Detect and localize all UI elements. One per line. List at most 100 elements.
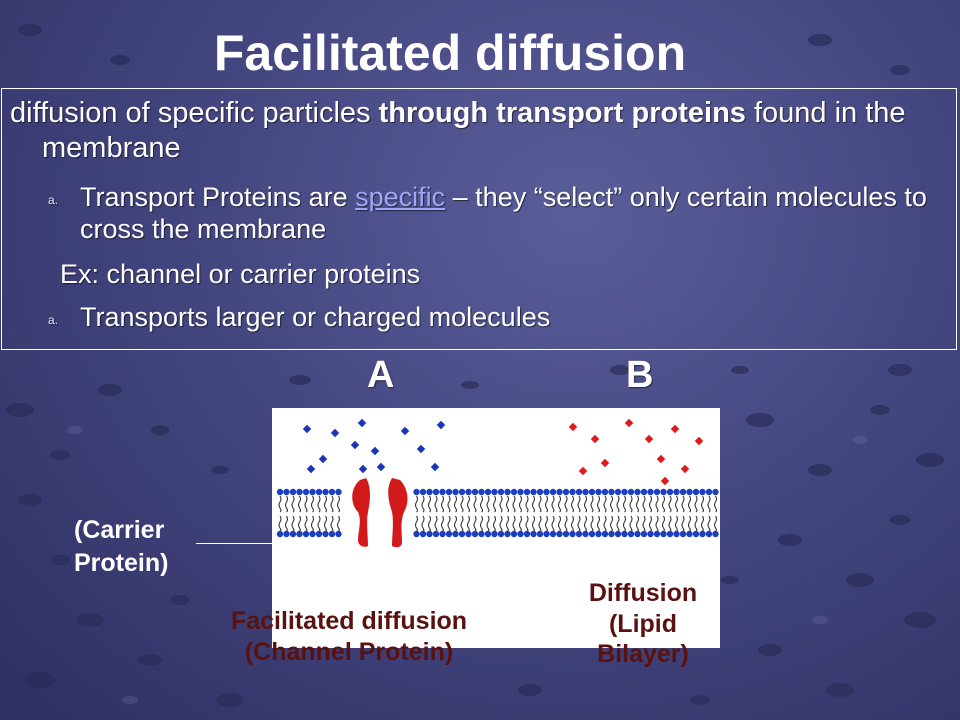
lipid-head [692,488,700,496]
lipid-head [530,488,537,496]
definition-bold: through transport proteins [378,97,746,129]
lipid-head [471,488,479,496]
lipid-head [673,488,680,496]
lipid-tail [551,495,555,513]
lipid-tail [518,515,523,531]
carrier-line2: Protein) [74,548,169,577]
lipid-head [575,530,583,538]
lipid-tail [317,515,321,531]
lipid-tail [583,515,588,531]
lipid-tail [473,515,477,531]
lipid-tail [713,495,718,513]
lipid-head [315,530,323,538]
lipid-head [601,530,609,538]
lipid-head [491,530,498,538]
lipid-tail [512,495,516,513]
definition-text: diffusion of specific particles through … [10,96,940,166]
lipid-head [614,488,622,496]
lipid-tail [525,495,529,513]
lipid-tail [622,515,627,531]
lipid-head [302,488,310,496]
lipid-head [491,488,498,496]
bullet-text: Transports larger or charged molecules [80,302,551,332]
lipid-tail [440,495,445,513]
lipid-head [445,488,453,496]
lipid-tail [609,495,614,513]
bullet-pre: Transport Proteins are [80,182,356,212]
lipid-tail [674,495,679,513]
lipid-tail [694,495,698,513]
lipid-head [517,488,524,496]
lipid-head [484,530,492,538]
lipid-head [504,530,511,538]
lipid-tail [570,515,575,531]
lipid-head [497,530,505,538]
lipid-tail [661,515,666,531]
lipid-head [458,488,466,496]
lipid-tail [447,495,451,513]
lipid-head [426,530,433,538]
lipid-tail [544,495,549,513]
lipid-head [627,530,635,538]
lipid-head [595,530,602,538]
bullet-specific: a. Transport Proteins are specific – the… [48,182,930,246]
lipid-head [504,488,511,496]
lipid-tail [616,515,620,531]
lipid-head [439,488,446,496]
lipid-tail [434,495,438,513]
lipid-tail [460,495,464,513]
lipid-tail [629,515,633,531]
lipid-tail [323,495,328,513]
lipid-head [549,530,557,538]
lipid-tail [473,495,477,513]
lipid-tail [453,515,458,531]
caption-a-line1: Facilitated diffusion [230,607,468,635]
lipid-tail [278,495,282,513]
lipid-head [699,530,706,538]
lipid-head [445,530,453,538]
lipid-tail [336,515,341,531]
lipid-tail [583,495,588,513]
lipid-tail [622,495,627,513]
lipid-head [484,488,492,496]
lipid-head [608,488,615,496]
lipid-tail [687,495,692,513]
lipid-head [296,530,303,538]
lipid-tail [616,495,620,513]
lipid-tail [668,495,672,513]
definition-part1: diffusion of specific particles [10,97,379,129]
specific-link[interactable]: specific [355,182,446,212]
lipid-head [595,488,602,496]
lipid-tail [707,515,711,531]
lipid-tail [557,495,562,513]
lipid-head [699,488,706,496]
caption-b-line3: Bilayer) [597,640,689,668]
lipid-head [465,530,472,538]
lipid-tail [440,515,445,531]
lipid-tail [603,515,607,531]
lipid-head [439,530,446,538]
lipid-tail [284,495,289,513]
lipid-head [276,488,284,496]
lipid-head [309,530,316,538]
lipid-tail [609,515,614,531]
lipid-head [432,530,440,538]
lipid-head [712,488,719,496]
lipid-tail [700,495,705,513]
lipid-tail [466,495,471,513]
slide-title: Facilitated diffusion [213,25,687,81]
lipid-tail [486,515,490,531]
carrier-leader-line [196,543,274,544]
lipid-tail [564,495,568,513]
lipid-tail [284,515,289,531]
lipid-tail [674,515,679,531]
lipid-head [302,530,310,538]
lipid-tail [460,515,464,531]
bullet-marker: a. [48,313,59,327]
lipid-head [543,530,550,538]
lipid-head [692,530,700,538]
lipid-tail [297,515,302,531]
lipid-tail [544,515,549,531]
lipid-head [328,530,336,538]
lipid-head [510,488,518,496]
